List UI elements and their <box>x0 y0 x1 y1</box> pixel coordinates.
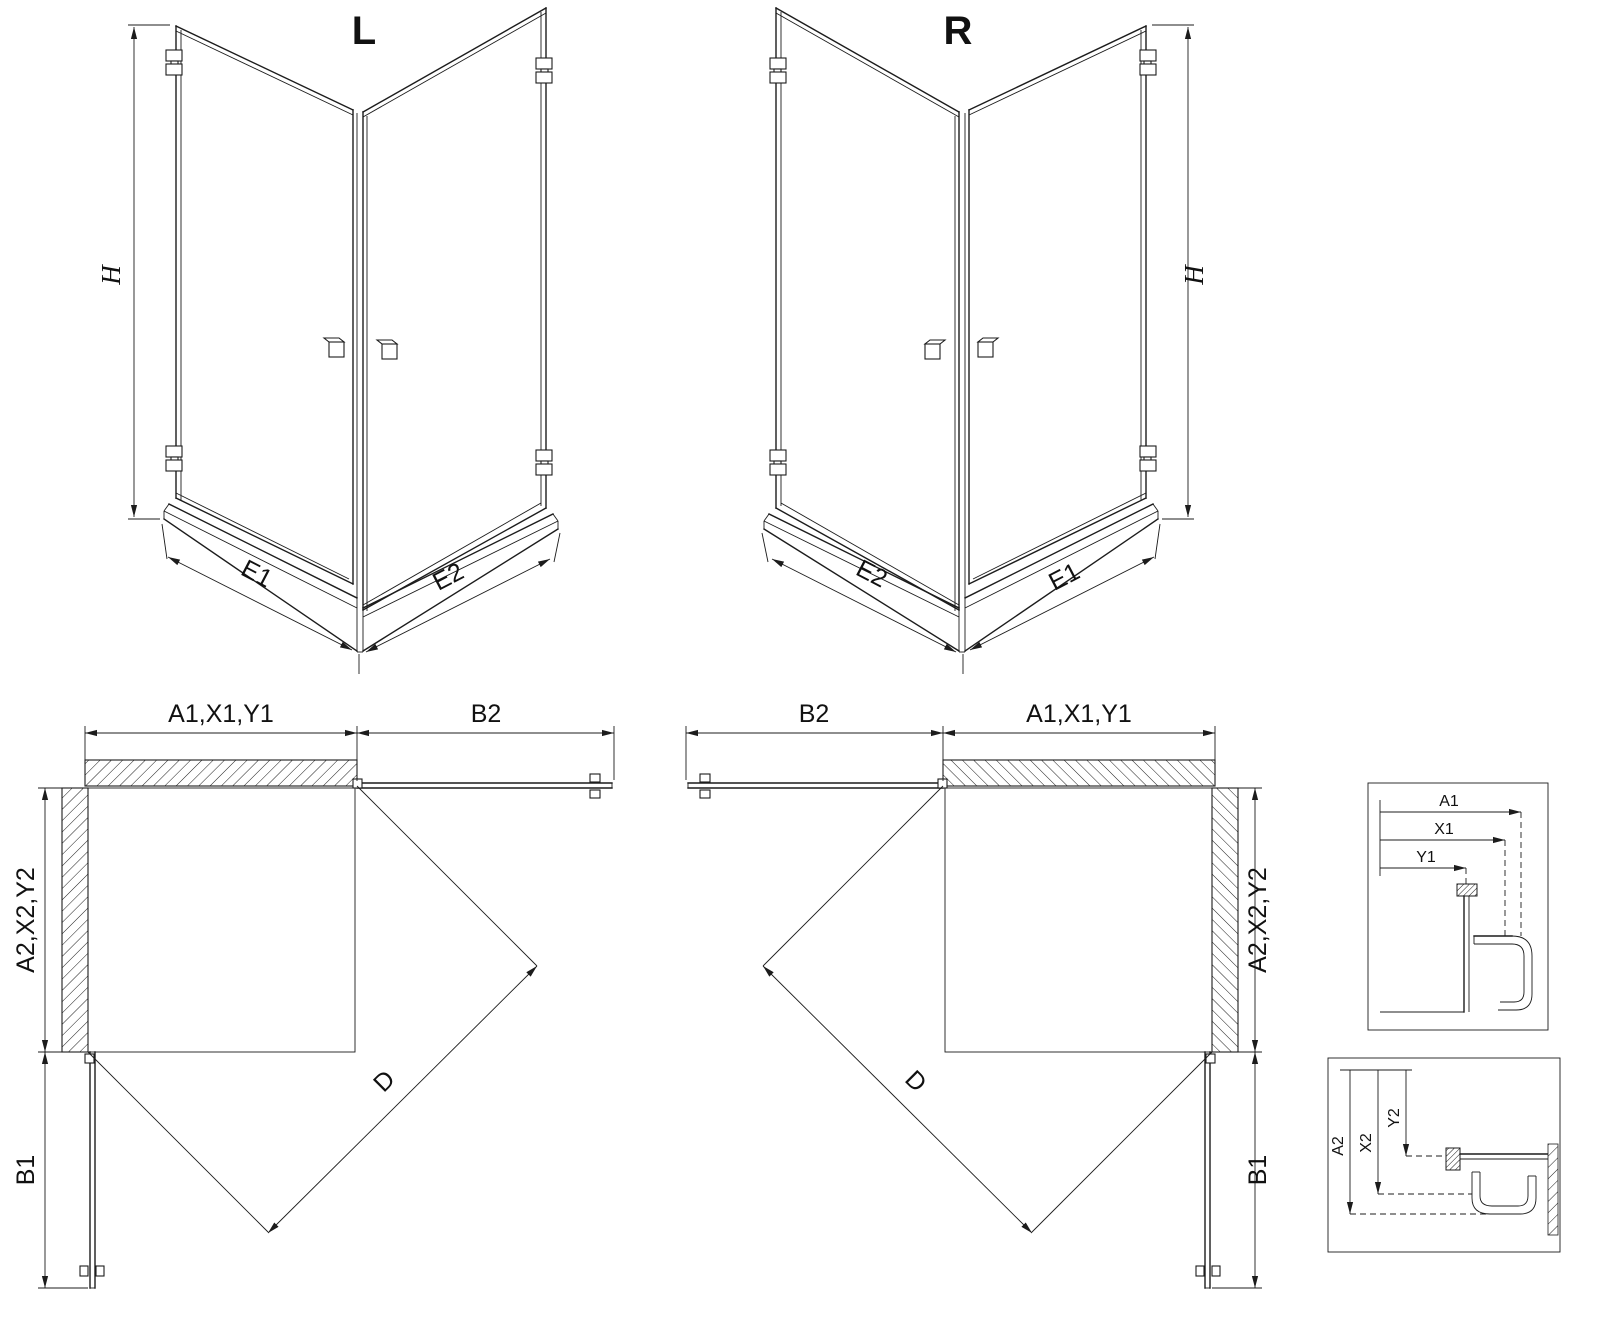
tray-profile-section <box>1380 883 1533 1013</box>
detail-dim-a2: A2 <box>1330 1136 1347 1156</box>
detail-view-horizontal: A1 X1 Y1 <box>1367 782 1549 1031</box>
detail-dim-y2: Y2 <box>1386 1108 1403 1128</box>
detail-dim-x1: X1 <box>1434 821 1454 838</box>
plan-right-labels: B2 A1,X1,Y1 A2,X2,Y2 B1 D <box>799 700 1272 1185</box>
dim-label-b1: B1 <box>12 1155 40 1186</box>
dim-label-a2x2y2: A2,X2,Y2 <box>12 867 40 973</box>
detail-dim-x2: X2 <box>1358 1133 1375 1153</box>
dim-label-b2: B2 <box>471 700 502 728</box>
detail-dim-a1: A1 <box>1439 793 1459 810</box>
wall-hatch <box>1547 1143 1559 1236</box>
detail-dim-y1: Y1 <box>1416 849 1436 866</box>
detail-frame <box>1367 782 1549 1031</box>
dim-label-b1: B1 <box>1244 1155 1272 1186</box>
view-label-left: L <box>352 9 376 53</box>
tray-profile-section <box>1445 1143 1559 1236</box>
dim-label-height: H <box>96 264 126 286</box>
view-label-right: R <box>944 9 973 53</box>
dim-label-a1x1y1: A1,X1,Y1 <box>168 700 274 728</box>
dim-label-a2x2y2: A2,X2,Y2 <box>1244 867 1272 973</box>
detail-frame <box>1327 1057 1561 1253</box>
dim-label-a1x1y1: A1,X1,Y1 <box>1026 700 1132 728</box>
detail-view-vertical: A2 X2 Y2 <box>1327 1057 1561 1253</box>
dim-label-height: H <box>1179 264 1209 286</box>
dim-label-b2: B2 <box>799 700 830 728</box>
plan-left-labels: A1,X1,Y1 B2 A2,X2,Y2 B1 D <box>12 700 501 1185</box>
